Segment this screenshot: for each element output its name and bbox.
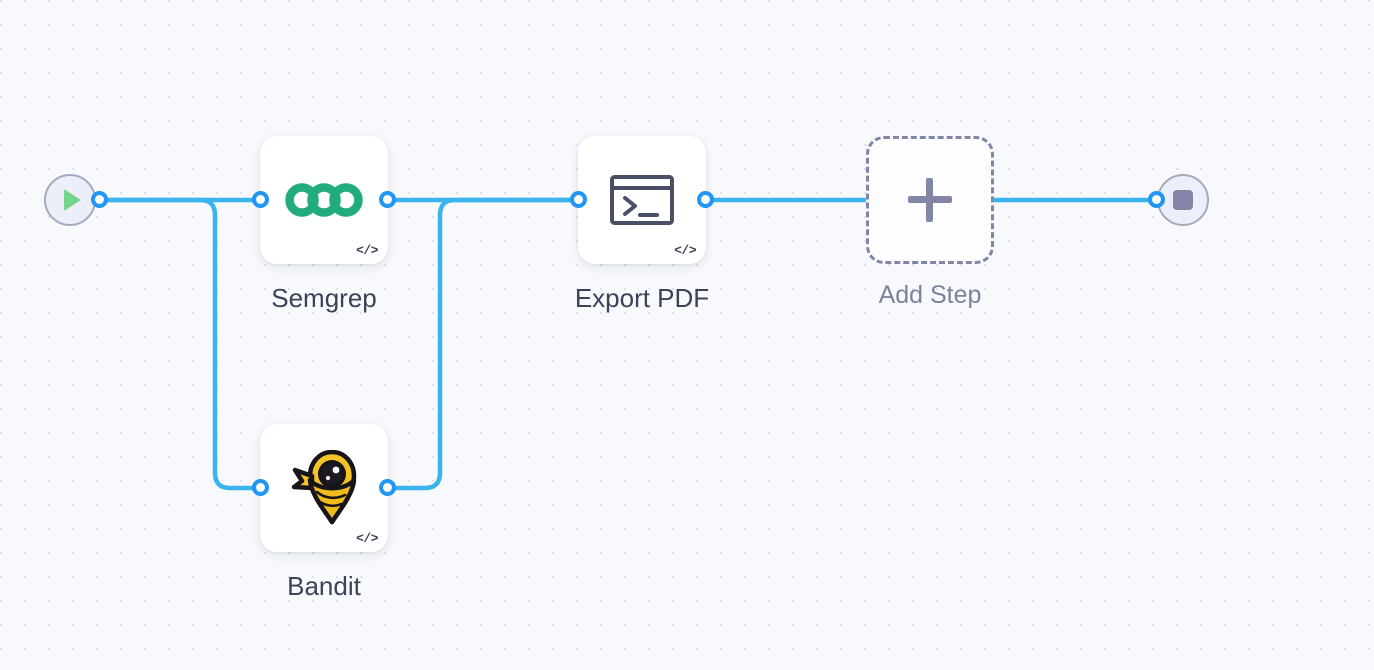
step-node-bandit[interactable]: </> Bandit bbox=[252, 424, 396, 601]
end-node[interactable] bbox=[1148, 174, 1209, 226]
export-pdf-output-port[interactable] bbox=[697, 191, 714, 208]
add-step-card[interactable] bbox=[866, 136, 994, 264]
add-step-label: Add Step bbox=[878, 281, 982, 309]
export-pdf-card[interactable]: </> bbox=[578, 136, 706, 264]
step-node-semgrep[interactable]: </> Semgrep bbox=[252, 136, 396, 313]
start-node[interactable] bbox=[44, 174, 108, 226]
edge-bandit-exportpdf bbox=[384, 197, 582, 491]
stop-icon bbox=[1173, 190, 1193, 210]
edge-start-bandit bbox=[96, 197, 264, 491]
bandit-input-port[interactable] bbox=[252, 479, 269, 496]
semgrep-logo-icon bbox=[285, 183, 363, 217]
export-pdf-label: Export PDF bbox=[574, 283, 710, 313]
start-circle[interactable] bbox=[44, 174, 96, 226]
plus-icon bbox=[908, 178, 952, 222]
play-icon bbox=[64, 189, 81, 211]
terminal-icon bbox=[610, 175, 674, 225]
semgrep-input-port[interactable] bbox=[252, 191, 269, 208]
semgrep-label: Semgrep bbox=[271, 283, 377, 313]
semgrep-card[interactable]: </> bbox=[260, 136, 388, 264]
add-step-node[interactable]: Add Step bbox=[866, 136, 994, 309]
end-input-port[interactable] bbox=[1148, 191, 1165, 208]
code-badge-icon: </> bbox=[674, 243, 696, 258]
start-output-port[interactable] bbox=[91, 191, 108, 208]
semgrep-output-port[interactable] bbox=[379, 191, 396, 208]
bandit-logo-icon bbox=[291, 450, 357, 525]
bandit-card[interactable]: </> bbox=[260, 424, 388, 552]
step-node-export-pdf[interactable]: </> Export PDF bbox=[570, 136, 714, 313]
bandit-output-port[interactable] bbox=[379, 479, 396, 496]
export-pdf-input-port[interactable] bbox=[570, 191, 587, 208]
code-badge-icon: </> bbox=[356, 243, 378, 258]
bandit-label: Bandit bbox=[287, 571, 361, 601]
code-badge-icon: </> bbox=[356, 531, 378, 546]
